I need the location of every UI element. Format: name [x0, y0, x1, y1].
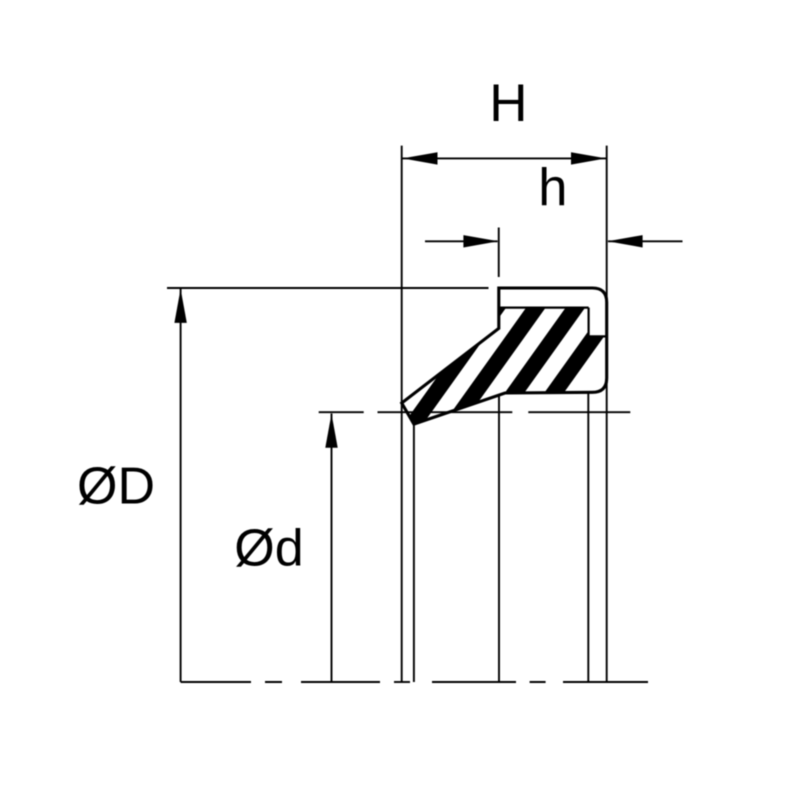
- svg-text:H: H: [489, 74, 527, 133]
- svg-text:Ød: Ød: [234, 520, 303, 578]
- svg-text:ØD: ØD: [77, 457, 155, 515]
- svg-text:h: h: [538, 159, 567, 218]
